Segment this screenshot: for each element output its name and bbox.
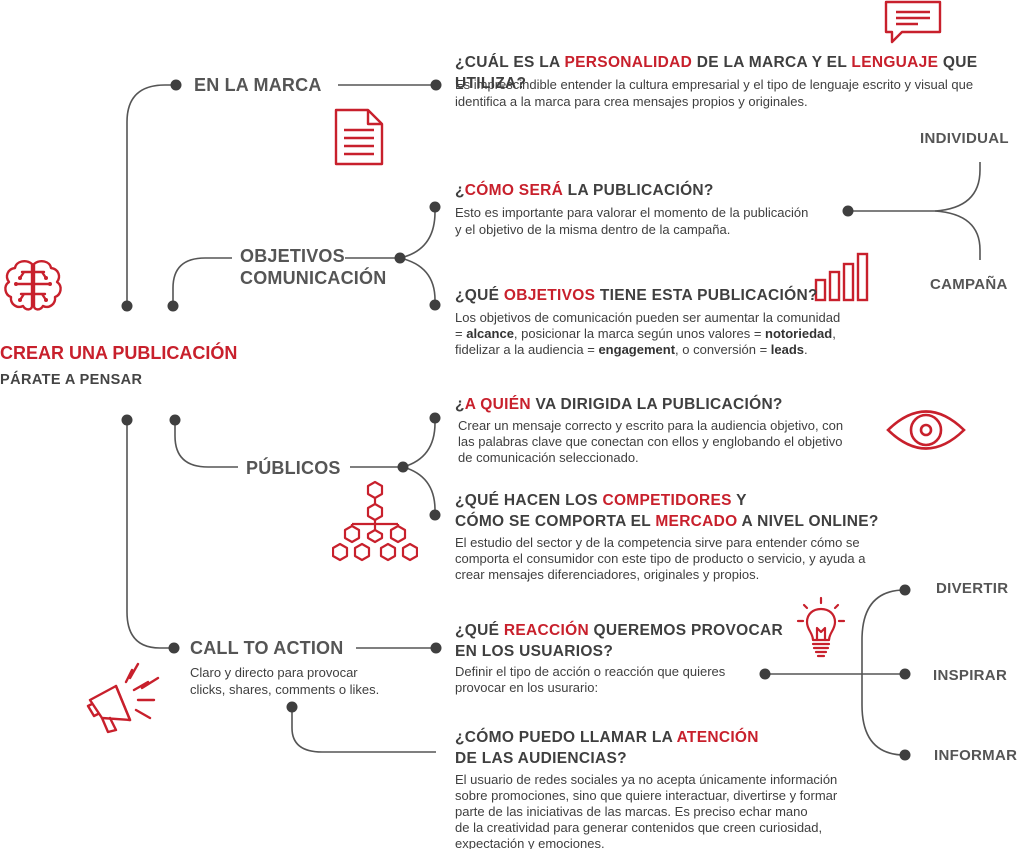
quien-body-2: las palabras clave que conectan con ello… xyxy=(458,434,843,449)
question-reaccion-2: EN LOS USUARIOS? xyxy=(455,643,614,660)
lightbulb-icon xyxy=(796,596,846,658)
question-reaccion-1: ¿QUÉ REACCIÓN QUEREMOS PROVOCAR xyxy=(455,622,783,639)
competidores-body-3: crear mensajes diferenciadores, original… xyxy=(455,567,760,582)
branch-marca-label: EN LA MARCA xyxy=(194,75,322,95)
atencion-body-2: sobre promociones, sino que quiere inter… xyxy=(455,788,838,803)
connector-atencion xyxy=(291,707,436,753)
brain-icon xyxy=(4,260,62,311)
hierarchy-icon xyxy=(332,480,418,562)
chat-bubble-icon xyxy=(884,0,942,44)
question-competidores-1: ¿QUÉ HACEN LOS COMPETIDORES Y xyxy=(455,492,747,509)
option-individual: INDIVIDUAL xyxy=(920,130,1009,147)
question-objetivos: ¿QUÉ OBJETIVOS TIENE ESTA PUBLICACIÓN? xyxy=(455,287,818,304)
atencion-body-4: de la creatividad para generar contenido… xyxy=(455,820,823,835)
connector-cta xyxy=(126,420,174,649)
connector-reaction-options xyxy=(861,589,906,756)
question-personalidad: ¿CUÁL ES LA PERSONALIDAD DE LA MARCA Y E… xyxy=(455,54,978,92)
connector-campana xyxy=(934,210,981,260)
option-informar: INFORMAR xyxy=(934,747,1018,764)
publicacion-body-2: y el objetivo de la misma dentro de la c… xyxy=(455,222,731,237)
megaphone-icon xyxy=(86,662,160,734)
branch-publicos-label: PÚBLICOS xyxy=(246,458,341,478)
cta-desc-line-2: clicks, shares, comments o likes. xyxy=(190,682,380,697)
document-icon xyxy=(334,108,384,166)
competidores-body-2: comporta el consumidor con este tipo de … xyxy=(455,551,866,566)
option-divertir: DIVERTIR xyxy=(936,580,1009,597)
eye-icon xyxy=(886,410,966,450)
personalidad-body-1: Es imprescindible entender la cultura em… xyxy=(455,77,974,92)
objetivos-body-1: Los objetivos de comunicación pueden ser… xyxy=(455,310,841,325)
center-title: CREAR UNA PUBLICACIÓN xyxy=(0,343,238,363)
center-subtitle: PÁRATE A PENSAR xyxy=(0,372,143,388)
quien-body-1: Crear un mensaje correcto y escrito para… xyxy=(458,418,844,433)
connector-objetivos-question xyxy=(399,257,436,305)
connector-quien xyxy=(402,418,436,468)
atencion-body-1: El usuario de redes sociales ya no acept… xyxy=(455,772,838,787)
bar-chart-icon xyxy=(814,252,869,302)
branch-objetivos-label-2: COMUNICACIÓN xyxy=(240,268,387,288)
connector-individual xyxy=(934,162,981,212)
option-campana: CAMPAÑA xyxy=(930,276,1008,293)
cta-desc-line-1: Claro y directo para provocar xyxy=(190,665,358,680)
connector-marca xyxy=(126,84,176,306)
question-atencion-1: ¿CÓMO PUEDO LLAMAR LA ATENCIÓN xyxy=(455,729,759,746)
competidores-body-1: El estudio del sector y de la competenci… xyxy=(455,535,860,550)
branch-cta-label: CALL TO ACTION xyxy=(190,638,344,658)
objetivos-body-3: fidelizar a la audiencia = engagement, o… xyxy=(455,342,808,357)
connector-objetivos xyxy=(172,257,232,306)
question-atencion-2: DE LAS AUDIENCIAS? xyxy=(455,750,627,767)
question-quien: ¿A QUIÉN VA DIRIGIDA LA PUBLICACIÓN? xyxy=(455,396,783,413)
option-inspirar: INSPIRAR xyxy=(933,667,1008,684)
reaccion-body-2: provocar en los usurario: xyxy=(455,680,599,695)
connector-publicacion xyxy=(399,207,436,259)
personalidad-body-2: identifica a la marca para crea mensajes… xyxy=(455,94,808,109)
quien-body-3: de comunicación seleccionado. xyxy=(458,450,639,465)
publicacion-body-1: Esto es importante para valorar el momen… xyxy=(455,205,809,220)
atencion-body-3: parte de las iniciativas de las marcas. … xyxy=(455,804,808,819)
branch-objetivos-label-1: OBJETIVOS xyxy=(240,246,345,266)
reaccion-body-1: Definir el tipo de acción o reacción que… xyxy=(455,664,726,679)
question-competidores-2: CÓMO SE COMPORTA EL MERCADO A NIVEL ONLI… xyxy=(455,513,879,530)
question-publicacion: ¿CÓMO SERÁ LA PUBLICACIÓN? xyxy=(455,182,714,199)
atencion-body-5: expectación y emociones. xyxy=(455,836,605,849)
objetivos-body-2: = alcance, posicionar la marca según uno… xyxy=(455,326,836,341)
connector-publicos xyxy=(174,420,238,468)
